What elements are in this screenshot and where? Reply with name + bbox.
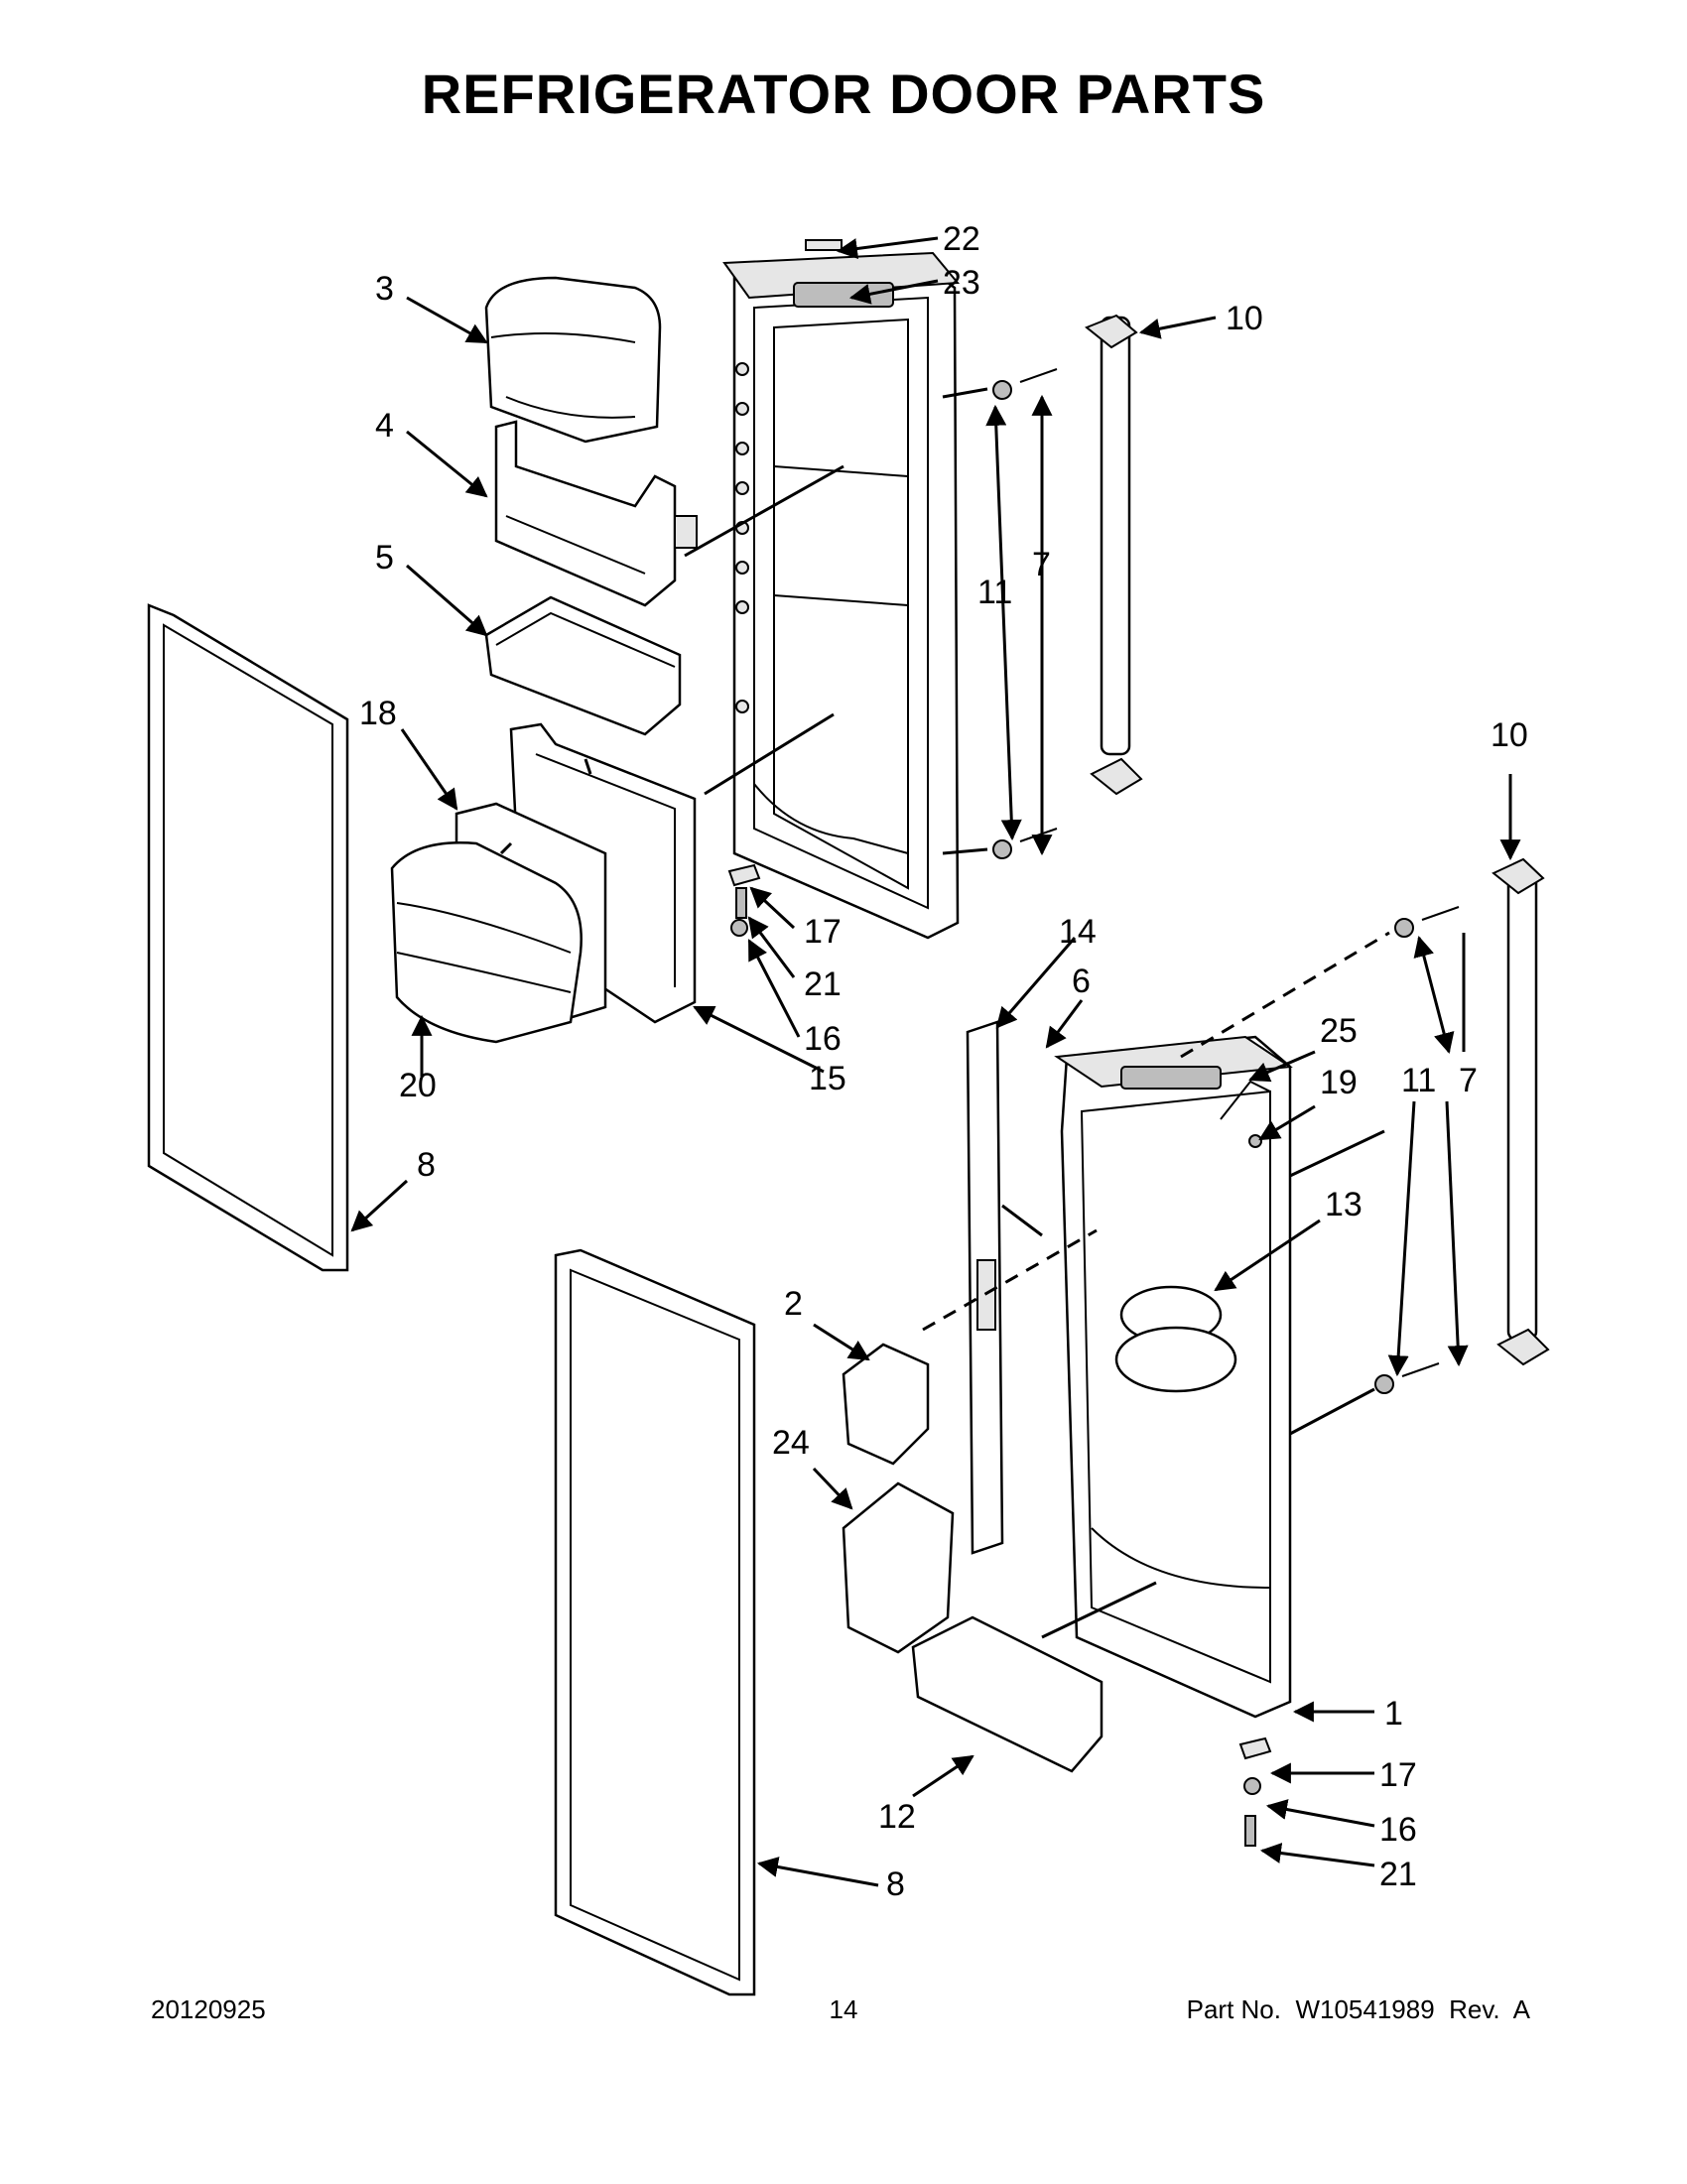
part-3-cover bbox=[484, 276, 662, 444]
part-4-bin bbox=[494, 420, 698, 607]
callout-10-lower: 10 bbox=[1491, 716, 1528, 754]
callout-4: 4 bbox=[375, 407, 394, 445]
callout-2: 2 bbox=[784, 1285, 803, 1323]
callout-8-upper: 8 bbox=[417, 1146, 436, 1184]
leader-arrows bbox=[350, 236, 1521, 1887]
callout-23: 23 bbox=[943, 264, 980, 302]
callout-12: 12 bbox=[878, 1798, 916, 1836]
part-12-bin bbox=[911, 1615, 1103, 1773]
part-14-trim-strip bbox=[966, 1020, 1004, 1555]
callout-16-lower: 16 bbox=[1379, 1811, 1417, 1849]
callout-17-lower: 17 bbox=[1379, 1756, 1417, 1794]
page-title: REFRIGERATOR DOOR PARTS bbox=[421, 63, 1266, 125]
lower-door-liner bbox=[1054, 1035, 1293, 1719]
callout-18: 18 bbox=[359, 695, 397, 732]
upper-door-liner bbox=[722, 251, 961, 940]
callout-13: 13 bbox=[1325, 1186, 1363, 1223]
callout-14: 14 bbox=[1059, 913, 1097, 951]
callout-25: 25 bbox=[1320, 1012, 1358, 1050]
callout-7-upper: 7 bbox=[1032, 546, 1051, 583]
callout-21-upper: 21 bbox=[804, 965, 842, 1003]
callout-21-lower: 21 bbox=[1379, 1856, 1417, 1893]
part-22-label-plate bbox=[805, 239, 843, 251]
callout-1: 1 bbox=[1384, 1695, 1403, 1733]
upper-door-gasket bbox=[147, 603, 349, 1272]
callout-16-upper: 16 bbox=[804, 1020, 842, 1058]
part-20-cover bbox=[390, 841, 583, 1044]
callout-17-upper: 17 bbox=[804, 913, 842, 951]
callout-3: 3 bbox=[375, 270, 394, 308]
callout-19: 19 bbox=[1320, 1064, 1358, 1101]
callout-11-lower: 11 bbox=[1401, 1062, 1436, 1099]
lower-handle bbox=[1492, 857, 1550, 1366]
callout-20: 20 bbox=[399, 1067, 437, 1104]
handle-mount-hardware bbox=[992, 368, 1460, 1394]
callout-6: 6 bbox=[1072, 963, 1091, 1000]
callout-22: 22 bbox=[943, 220, 980, 258]
callout-15: 15 bbox=[809, 1060, 846, 1097]
footer-date: 20120925 bbox=[151, 1994, 266, 2024]
part-2-bin bbox=[842, 1343, 930, 1466]
assembly-lines bbox=[499, 387, 1390, 1639]
hinge-hardware bbox=[727, 863, 1272, 1847]
footer-part-number: Part No. W10541989 Rev. A bbox=[1186, 1994, 1530, 2024]
part-24-bin bbox=[842, 1481, 955, 1654]
callout-11-upper: 11 bbox=[977, 574, 1012, 611]
callout-8-lower: 8 bbox=[886, 1865, 905, 1903]
callout-24: 24 bbox=[772, 1424, 810, 1462]
upper-door-liner-bumps bbox=[735, 362, 749, 713]
callout-10-upper: 10 bbox=[1226, 300, 1263, 337]
part-5-bin bbox=[484, 595, 682, 736]
footer-page-number: 14 bbox=[829, 1994, 858, 2024]
lower-door-gasket bbox=[554, 1248, 756, 1996]
callout-5: 5 bbox=[375, 539, 394, 577]
callout-7-lower: 7 bbox=[1459, 1062, 1478, 1099]
upper-handle bbox=[1085, 314, 1143, 796]
callout-labels: 22 23 3 10 4 7 11 5 10 18 17 21 14 6 16 … bbox=[359, 220, 1528, 1903]
